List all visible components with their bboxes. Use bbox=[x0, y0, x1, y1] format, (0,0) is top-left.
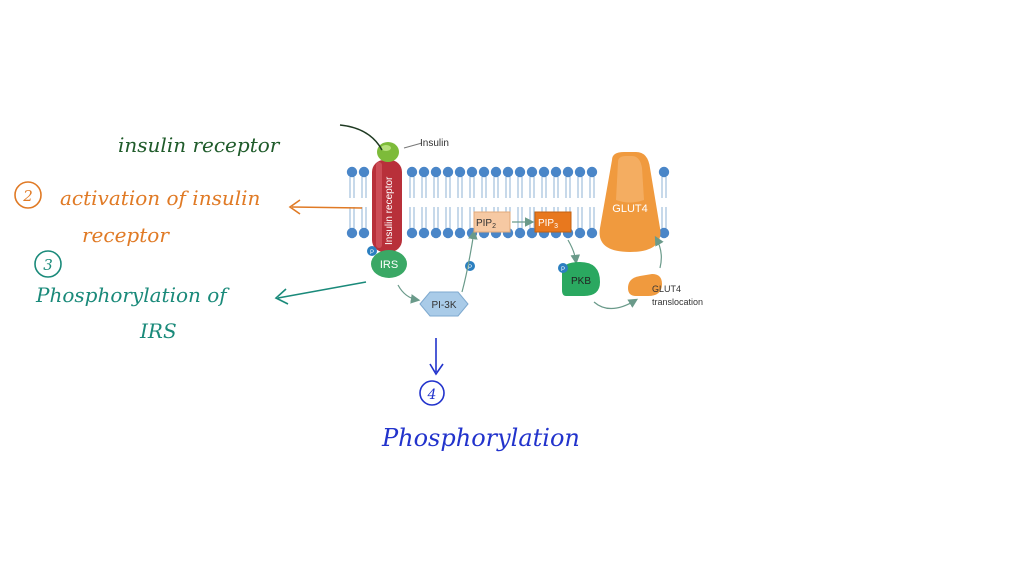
pkb-label: PKB bbox=[571, 276, 591, 287]
annotation-step3-line1: Phosphorylation of bbox=[35, 283, 230, 307]
pip2-label: PIP bbox=[476, 218, 492, 229]
annotation-step4-text: Phosphorylation bbox=[381, 424, 580, 452]
annotation-step1-pointer bbox=[339, 124, 383, 151]
pkb-to-glut4-arrow bbox=[593, 298, 639, 310]
pi3k-label: PI-3K bbox=[431, 300, 456, 311]
pip2-box: PIP2 bbox=[473, 211, 511, 233]
phospholipid-head bbox=[550, 166, 562, 178]
glut4-vesicle bbox=[628, 274, 662, 296]
phospholipid-head bbox=[430, 166, 442, 178]
annotation-step3-circle bbox=[34, 250, 62, 278]
phospholipid-head bbox=[574, 166, 586, 178]
pi3k-protein: PI-3K bbox=[419, 291, 469, 317]
phospholipid-head bbox=[406, 166, 418, 178]
phospholipid-head bbox=[502, 166, 514, 178]
phospholipid-head bbox=[658, 166, 670, 178]
annotation-step2-arrow bbox=[291, 206, 363, 209]
pip3-to-pkb-arrow bbox=[567, 239, 581, 265]
irs-label: IRS bbox=[380, 259, 398, 271]
glut4-translocation-label-2: translocation bbox=[652, 297, 703, 307]
pkb-phosphate: P bbox=[558, 263, 568, 273]
irs-phosphate: P bbox=[367, 246, 377, 256]
phospholipid-head bbox=[514, 227, 526, 239]
pip3-box: PIP3 bbox=[534, 211, 572, 233]
phospholipid-head bbox=[430, 227, 442, 239]
annotation-step2-circle bbox=[14, 181, 42, 209]
annotation-step2-line1: activation of insulin bbox=[60, 186, 260, 210]
phospholipid-head bbox=[418, 166, 430, 178]
phospholipid-head bbox=[454, 166, 466, 178]
phospholipid-head bbox=[406, 227, 418, 239]
phospholipid-head bbox=[442, 227, 454, 239]
cell-membrane bbox=[346, 166, 670, 239]
phospholipid-head bbox=[658, 227, 670, 239]
svg-text:P: P bbox=[370, 250, 374, 256]
insulin-pointer bbox=[403, 142, 423, 149]
phospholipid-head bbox=[454, 227, 466, 239]
phospholipid-head bbox=[574, 227, 586, 239]
phospholipid-head bbox=[442, 166, 454, 178]
pip2-subscript: 2 bbox=[492, 223, 496, 230]
phospholipid-head bbox=[346, 227, 358, 239]
phospholipid-head bbox=[586, 227, 598, 239]
insulin-receptor: Insulin receptor bbox=[372, 160, 402, 252]
insulin-molecule bbox=[377, 142, 399, 162]
phospholipid-head bbox=[562, 166, 574, 178]
phospholipid-head bbox=[526, 166, 538, 178]
phospholipid-head bbox=[358, 227, 370, 239]
irs-to-pi3k-arrow bbox=[397, 284, 421, 304]
phospholipid-head bbox=[418, 227, 430, 239]
phospholipid-head bbox=[538, 166, 550, 178]
phospholipid-head bbox=[346, 166, 358, 178]
annotation-step3-line2: IRS bbox=[139, 319, 177, 343]
glut4-transporter: GLUT4 bbox=[599, 152, 661, 252]
pip3-subscript: 3 bbox=[554, 223, 558, 230]
glut4-label: GLUT4 bbox=[612, 203, 647, 215]
phospholipid-head bbox=[358, 166, 370, 178]
annotation-step2-line2: receptor bbox=[82, 223, 170, 247]
svg-text:PIP2: PIP2 bbox=[476, 218, 496, 230]
svg-text:PIP3: PIP3 bbox=[538, 218, 558, 230]
pi3k-phosphate: P bbox=[465, 261, 475, 271]
annotation-step4-circle bbox=[419, 380, 445, 406]
irs-protein: IRS bbox=[371, 250, 407, 278]
insulin-receptor-label: Insulin receptor bbox=[384, 176, 395, 245]
annotation-step4-number: 4 bbox=[427, 387, 437, 403]
insulin-label: Insulin bbox=[420, 138, 449, 149]
annotation-step3-arrow bbox=[277, 281, 367, 299]
annotation-step2-number: 2 bbox=[22, 187, 33, 205]
vesicle-to-membrane-arrow bbox=[654, 235, 664, 269]
phospholipid-head bbox=[490, 166, 502, 178]
svg-text:P: P bbox=[561, 267, 565, 273]
pi3k-to-pip-arrow bbox=[461, 229, 478, 293]
pkb-protein: PKB bbox=[562, 262, 600, 296]
annotation-step3-number: 3 bbox=[43, 256, 53, 274]
phospholipid-head bbox=[466, 166, 478, 178]
annotation-insulin-receptor: insulin receptor bbox=[118, 133, 281, 157]
phospholipid-head bbox=[514, 166, 526, 178]
svg-text:P: P bbox=[468, 265, 472, 271]
phospholipid-head bbox=[478, 166, 490, 178]
glut4-translocation-label-1: GLUT4 bbox=[652, 284, 681, 294]
pip3-label: PIP bbox=[538, 218, 554, 229]
phospholipid-head bbox=[586, 166, 598, 178]
